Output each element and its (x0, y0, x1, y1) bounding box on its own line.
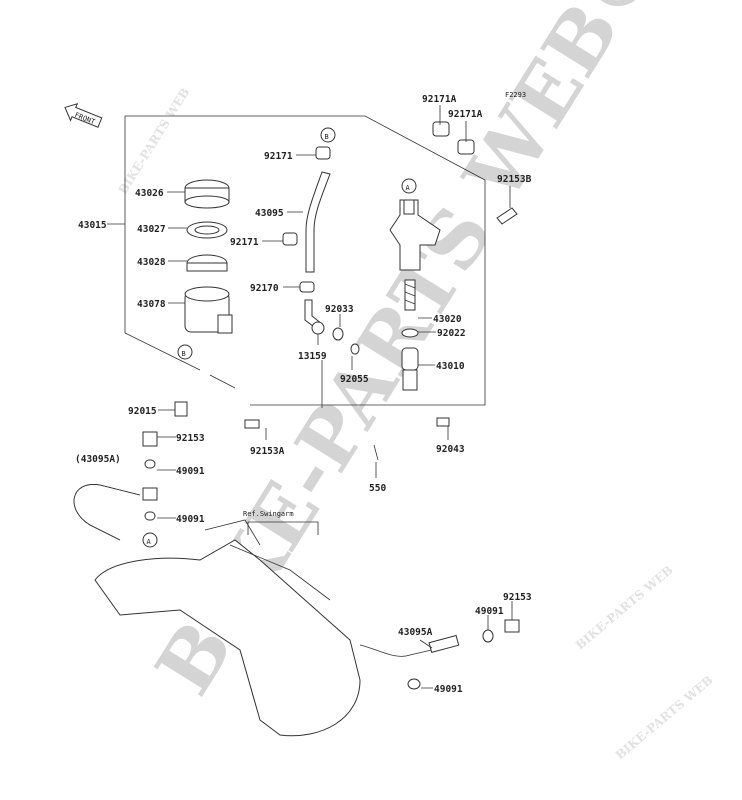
svg-text:B: B (182, 350, 186, 358)
marker-b: B (177, 344, 193, 360)
part-label: 43015 (78, 220, 107, 231)
part-labels: 92171A 92171A 92153B 92171 43026 43095 4… (75, 94, 532, 695)
clip-a (432, 121, 475, 155)
part-label: 43020 (433, 314, 462, 325)
brake-hose (73, 484, 141, 541)
banjo-bolt (142, 431, 158, 521)
part-label: 92171 (264, 151, 293, 162)
ref-note: Ref.Swingarm (243, 510, 294, 518)
watermark-small: BIKE-PARTS WEB (613, 673, 716, 762)
part-label: (43095A) (75, 454, 121, 465)
piston (401, 347, 419, 391)
part-label: 43010 (436, 361, 465, 372)
diagram-code: F2293 (505, 91, 526, 99)
marker-a: A (401, 178, 417, 194)
part-label: 43027 (137, 224, 166, 235)
bracket-nut (174, 401, 260, 429)
lower-hose (359, 619, 520, 690)
part-label: 92043 (436, 444, 465, 455)
master-cylinder-body (389, 199, 441, 271)
part-label: 43078 (137, 299, 166, 310)
ref-bracket (247, 521, 319, 535)
svg-text:A: A (406, 184, 411, 192)
part-label: 92171A (448, 109, 483, 120)
reservoir-cap (184, 179, 230, 209)
part-label: 92153 (503, 592, 532, 603)
spring (404, 279, 416, 311)
part-label: 43095 (255, 208, 284, 219)
part-label: 92171 (230, 237, 259, 248)
part-label: 92153A (250, 446, 285, 457)
front-arrow-icon: FRONT (64, 102, 103, 128)
part-label: 92055 (340, 374, 369, 385)
part-label: 92033 (325, 304, 354, 315)
part-label: 49091 (434, 684, 463, 695)
part-label: 13159 (298, 351, 327, 362)
part-label: 92022 (437, 328, 466, 339)
snap-ring (332, 327, 419, 355)
part-label: 92170 (250, 283, 279, 294)
diaphragm (186, 254, 228, 272)
part-label: 92171A (422, 94, 457, 105)
part-label: 43026 (135, 188, 164, 199)
part-label: 43028 (137, 257, 166, 268)
pin (373, 417, 450, 461)
part-label: 43095A (398, 627, 433, 638)
diaphragm-plate (186, 221, 228, 239)
watermark-small: BIKE-PARTS WEB (116, 85, 193, 196)
bolt (496, 207, 518, 225)
part-label: 92153B (497, 174, 532, 185)
hose (305, 171, 331, 273)
part-label: 49091 (176, 466, 205, 477)
part-label: 49091 (475, 606, 504, 617)
svg-text:A: A (147, 538, 152, 546)
watermark-small: BIKE-PARTS WEB (573, 563, 676, 652)
hose-clip (282, 146, 331, 293)
fitting (304, 299, 325, 335)
marker-b: B (320, 127, 336, 143)
assembly-outline (124, 115, 486, 408)
swingarm (94, 519, 361, 737)
svg-text:B: B (325, 133, 329, 141)
part-label: 49091 (176, 514, 205, 525)
reservoir (184, 286, 233, 334)
part-label: 550 (369, 483, 386, 494)
part-label: 92153 (176, 433, 205, 444)
leader-lines (107, 105, 513, 689)
part-label: 92015 (128, 406, 157, 417)
marker-a: A (142, 532, 158, 548)
